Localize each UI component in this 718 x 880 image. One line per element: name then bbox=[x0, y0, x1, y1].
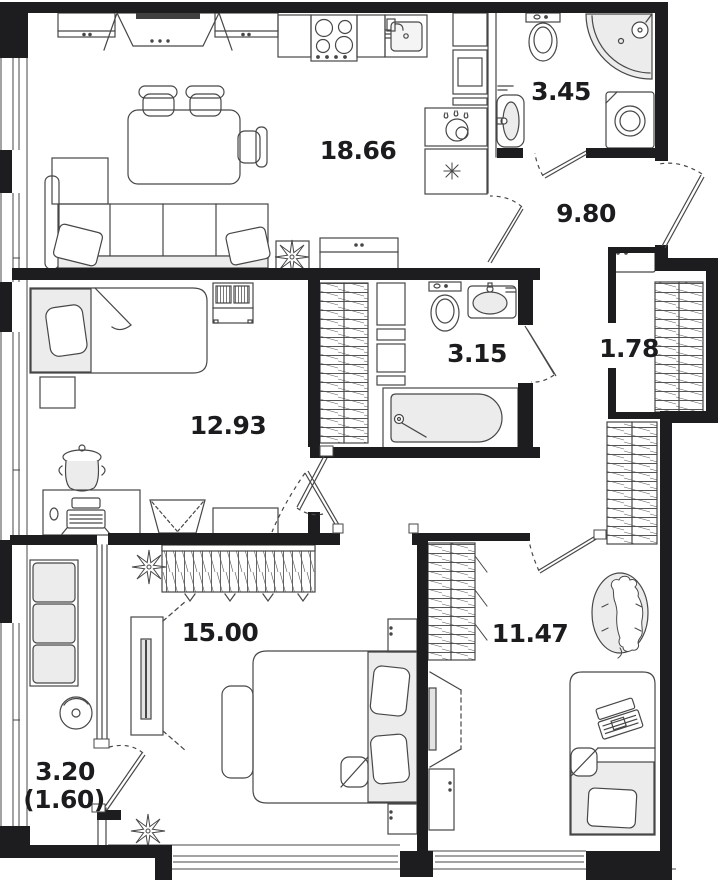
room-bathroom-small bbox=[487, 12, 655, 194]
door-balcony bbox=[103, 744, 146, 811]
plant-icon bbox=[130, 813, 166, 849]
sofa-icon bbox=[44, 157, 271, 270]
label-hallway: 9.80 bbox=[556, 199, 616, 228]
counter bbox=[277, 14, 312, 58]
room-bedroom-child bbox=[427, 542, 656, 836]
pillow-icon bbox=[586, 787, 638, 829]
wardrobe-icon bbox=[606, 421, 658, 545]
mouse-icon bbox=[49, 507, 59, 521]
label-bedroom-master: 15.00 bbox=[182, 618, 259, 647]
pillow-icon bbox=[45, 304, 88, 357]
kitchen-tall-units bbox=[452, 12, 488, 106]
dog-bed-icon bbox=[591, 572, 649, 659]
bench-icon bbox=[221, 685, 254, 779]
fridge-icon bbox=[424, 148, 488, 195]
room-labels: 18.66 3.45 9.80 1.78 3.15 12.93 15.00 11… bbox=[23, 77, 659, 814]
shelf-column bbox=[376, 282, 406, 386]
plant-icon bbox=[131, 549, 167, 585]
balcony-partition bbox=[96, 544, 108, 846]
balcony-seat-icon bbox=[29, 559, 79, 687]
doors bbox=[91, 150, 705, 813]
counter bbox=[356, 14, 386, 58]
door-bathroom bbox=[524, 325, 557, 383]
wardrobe-icon bbox=[427, 542, 488, 661]
door-bedroom-master bbox=[271, 470, 343, 533]
kitchen-bath-wall bbox=[487, 12, 497, 194]
room-closet bbox=[606, 249, 704, 545]
label-kitchen-living: 18.66 bbox=[320, 136, 397, 165]
stove-icon bbox=[310, 14, 358, 62]
dishwasher-icon bbox=[424, 107, 488, 147]
laptop-icon bbox=[61, 497, 111, 535]
cabinet-icon bbox=[428, 768, 455, 831]
pot-icon bbox=[58, 444, 106, 492]
kitchen-sink-icon bbox=[384, 14, 428, 58]
room-bedroom-master bbox=[130, 544, 418, 849]
toilet-icon bbox=[428, 281, 462, 332]
sink-icon bbox=[467, 282, 517, 319]
single-bed-icon bbox=[29, 287, 208, 374]
entrance-door bbox=[658, 162, 705, 249]
washing-machine-icon bbox=[605, 91, 655, 149]
label-bedroom-child: 11.47 bbox=[492, 619, 569, 648]
nightstand-icon bbox=[39, 376, 76, 409]
double-bed-icon bbox=[252, 650, 418, 804]
bathtub-icon bbox=[382, 387, 519, 449]
wardrobe-icon bbox=[319, 282, 369, 444]
desk-chair-icon bbox=[149, 499, 206, 534]
room-bedroom bbox=[29, 282, 279, 536]
windows bbox=[0, 13, 676, 870]
label-balcony-reduced: (1.60) bbox=[23, 785, 105, 814]
label-closet: 1.78 bbox=[599, 334, 659, 363]
toilet-icon bbox=[525, 12, 561, 62]
bench-icon bbox=[609, 249, 656, 273]
door-bedroom-child bbox=[528, 534, 599, 574]
laptop-icon bbox=[595, 697, 644, 740]
sofa-pillow-icon bbox=[225, 226, 271, 266]
door-bathroom-small bbox=[534, 150, 588, 179]
nightstand-icon bbox=[387, 803, 418, 835]
dining-chair-icon bbox=[138, 85, 268, 168]
wardrobe-icon bbox=[654, 281, 704, 413]
label-bathroom: 3.15 bbox=[447, 339, 507, 368]
door-kitchen bbox=[487, 195, 524, 264]
room-kitchen-living bbox=[44, 12, 488, 275]
left-window bbox=[0, 13, 28, 845]
sofa-pillow-icon bbox=[53, 223, 103, 267]
tv-unit-icon bbox=[130, 600, 187, 752]
cabinet-icon bbox=[212, 507, 279, 536]
bath-sink-icon bbox=[496, 85, 525, 148]
tv-stand-icon bbox=[319, 237, 399, 272]
tv-icon bbox=[428, 671, 462, 768]
door-jambs bbox=[91, 445, 607, 813]
label-bedroom: 12.93 bbox=[190, 411, 267, 440]
pillow-icon bbox=[369, 665, 411, 717]
desk-icon bbox=[42, 489, 141, 536]
round-table-icon bbox=[59, 696, 93, 730]
shower-icon bbox=[585, 13, 653, 80]
bottom-window-master bbox=[108, 844, 400, 870]
dining-table-icon bbox=[127, 109, 241, 185]
single-bed-icon bbox=[569, 671, 656, 836]
wardrobe-icon bbox=[161, 544, 316, 603]
room-bathroom bbox=[382, 281, 519, 449]
dresser-icon bbox=[212, 282, 254, 324]
nightstand-icon bbox=[387, 618, 418, 653]
pillow-icon bbox=[370, 733, 410, 785]
room-balcony bbox=[29, 544, 108, 846]
label-bathroom-small: 3.45 bbox=[531, 77, 591, 106]
bottom-window-child bbox=[428, 850, 676, 870]
label-balcony: 3.20 bbox=[35, 757, 95, 786]
cooker-hood-icon bbox=[103, 12, 233, 51]
